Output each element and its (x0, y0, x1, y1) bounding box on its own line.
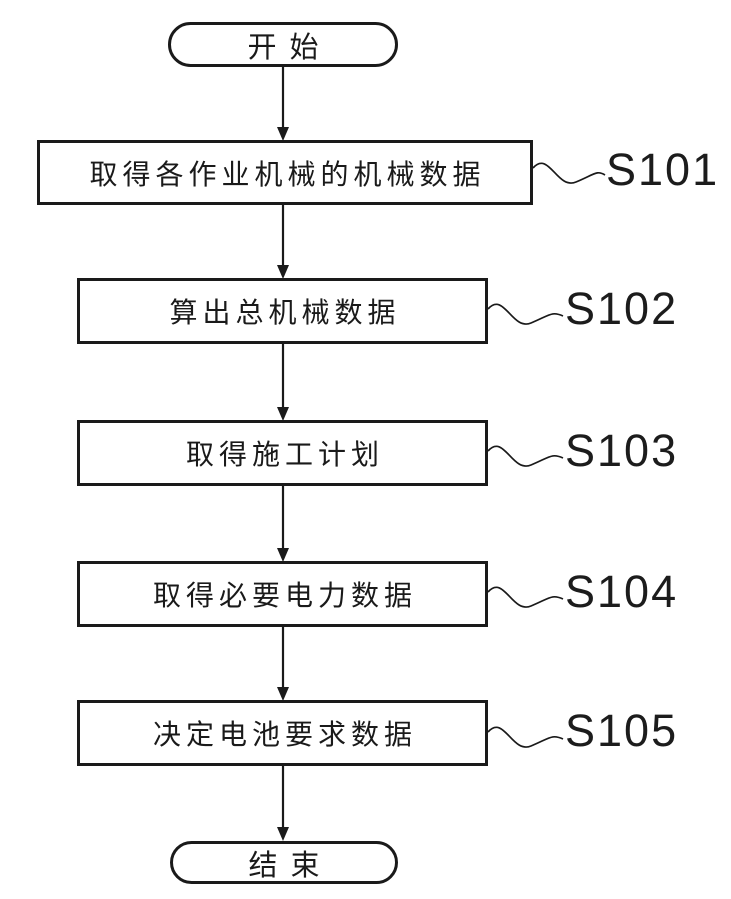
arrowhead-icon (277, 127, 289, 141)
arrow-s105-to-end (277, 766, 289, 841)
arrowhead-icon (277, 827, 289, 841)
terminal-start-label: 开始 (247, 29, 332, 64)
arrowhead-icon (277, 407, 289, 421)
terminal-end: 结束 (170, 841, 398, 884)
squiggle-connector-s105 (487, 726, 564, 748)
process-label-s102: 算出总机械数据 (169, 296, 401, 329)
process-label-s105: 决定电池要求数据 (152, 718, 417, 751)
arrowhead-icon (277, 548, 289, 562)
arrowhead-icon (277, 265, 289, 279)
terminal-start: 开始 (168, 22, 398, 67)
process-box-s105: 决定电池要求数据 (77, 700, 488, 766)
process-label-s101: 取得各作业机械的机械数据 (89, 157, 486, 191)
arrow-s102-to-s103 (277, 344, 289, 421)
squiggle-connector-s102 (487, 303, 564, 325)
process-label-s103: 取得施工计划 (185, 438, 384, 471)
squiggle-connector-s101 (532, 162, 606, 184)
arrow-s103-to-s104 (277, 486, 289, 562)
squiggle-connector-s103 (487, 445, 564, 467)
arrow-s101-to-s102 (277, 205, 289, 279)
process-box-s101: 取得各作业机械的机械数据 (37, 140, 533, 205)
arrowhead-icon (277, 687, 289, 701)
step-ref-s104: S104 (565, 566, 679, 617)
process-box-s104: 取得必要电力数据 (77, 561, 488, 627)
process-box-s103: 取得施工计划 (77, 420, 488, 486)
squiggle-connector-s104 (487, 586, 564, 608)
step-ref-s103: S103 (565, 425, 679, 476)
process-box-s102: 算出总机械数据 (77, 278, 488, 344)
process-label-s104: 取得必要电力数据 (152, 579, 417, 612)
terminal-end-label: 结束 (248, 847, 333, 882)
step-ref-s102: S102 (565, 283, 679, 334)
step-ref-s101: S101 (606, 144, 720, 195)
arrow-start-to-s101 (277, 67, 289, 141)
arrow-s104-to-s105 (277, 627, 289, 701)
step-ref-s105: S105 (565, 705, 679, 756)
